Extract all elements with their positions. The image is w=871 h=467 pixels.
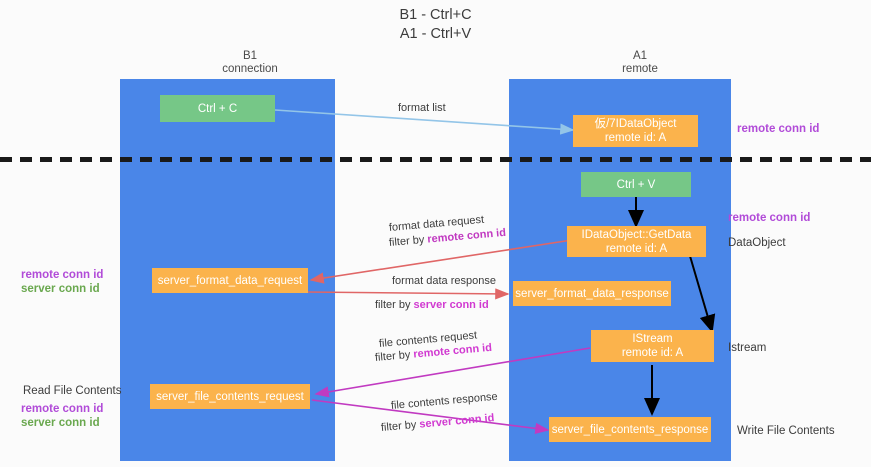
box-ctrl-v-label: Ctrl + V xyxy=(616,178,656,191)
column-header-b1: B1 connection xyxy=(222,50,278,75)
filter-server-conn-id: server conn id xyxy=(413,299,489,311)
box-server-file-contents-response-label: server_file_contents_response xyxy=(551,423,709,436)
right-label-remote-conn-id-top: remote conn id xyxy=(737,123,820,135)
box-idataobject-getdata[interactable]: IDataObject::GetData remote id: A xyxy=(567,226,706,257)
left-label-remote-conn-id-mid: remote conn id xyxy=(21,269,104,281)
right-label-data-object: DataObject xyxy=(728,237,786,249)
box-server-format-data-request[interactable]: server_format_data_request xyxy=(152,268,308,293)
flow-label-file-contents-response-filter: filter by server conn id xyxy=(380,411,495,435)
box-server-file-contents-request-label: server_file_contents_request xyxy=(156,390,304,403)
right-label-remote-conn-id-mid: remote conn id xyxy=(728,212,811,224)
flow-label-file-contents-response-line1: file contents response xyxy=(390,390,498,413)
filter-prefix: filter by xyxy=(375,299,414,311)
box-istream-line2: remote id: A xyxy=(621,347,684,359)
filter-prefix: filter by xyxy=(388,233,428,249)
box-server-format-data-request-label: server_format_data_request xyxy=(157,274,303,287)
box-istream-line1: IStream xyxy=(632,333,673,345)
left-label-server-conn-id-bot: server conn id xyxy=(21,417,100,429)
box-ctrl-v[interactable]: Ctrl + V xyxy=(581,172,691,197)
filter-server-conn-id: server conn id xyxy=(418,412,495,431)
box-server-file-contents-response[interactable]: server_file_contents_response xyxy=(549,417,711,442)
flow-label-format-list-text: format list xyxy=(398,102,446,114)
box-ctrl-c-label: Ctrl + C xyxy=(197,102,238,115)
filter-prefix: filter by xyxy=(374,348,414,364)
left-label-remote-conn-id-bot: remote conn id xyxy=(21,403,104,415)
left-label-server-conn-id-mid: server conn id xyxy=(21,283,100,295)
page-title: B1 - Ctrl+C A1 - Ctrl+V xyxy=(399,7,472,42)
box-data-object-remote-line1: 仮/7IDataObject xyxy=(594,118,677,130)
box-ctrl-c[interactable]: Ctrl + C xyxy=(160,95,275,122)
filter-prefix: filter by xyxy=(380,418,420,434)
right-label-istream: Istream xyxy=(728,342,767,354)
flow-format-data-response-text: format data response xyxy=(392,275,496,287)
section-divider xyxy=(0,157,871,162)
box-data-object-remote[interactable]: 仮/7IDataObject remote id: A xyxy=(573,115,698,147)
box-idataobject-getdata-line2: remote id: A xyxy=(605,242,668,255)
box-data-object-remote-line2: remote id: A xyxy=(604,132,667,144)
box-server-file-contents-request[interactable]: server_file_contents_request xyxy=(150,384,310,409)
flow-file-contents-response-text: file contents response xyxy=(390,390,499,412)
box-server-format-data-response-label: server_format_data_response xyxy=(515,287,669,300)
left-label-read-file-contents: Read File Contents xyxy=(23,385,122,397)
flow-label-format-list: format list xyxy=(398,101,446,115)
box-server-format-data-response[interactable]: server_format_data_response xyxy=(513,281,671,306)
box-idataobject-getdata-line1: IDataObject::GetData xyxy=(581,228,692,241)
flow-label-format-data-response-filter: filter by server conn id xyxy=(375,298,489,312)
column-header-a1: A1 remote xyxy=(622,50,658,75)
box-istream[interactable]: IStream remote id: A xyxy=(591,330,714,362)
right-label-write-file-contents: Write File Contents xyxy=(737,425,835,437)
flow-label-format-data-response-line1: format data response xyxy=(392,274,496,288)
